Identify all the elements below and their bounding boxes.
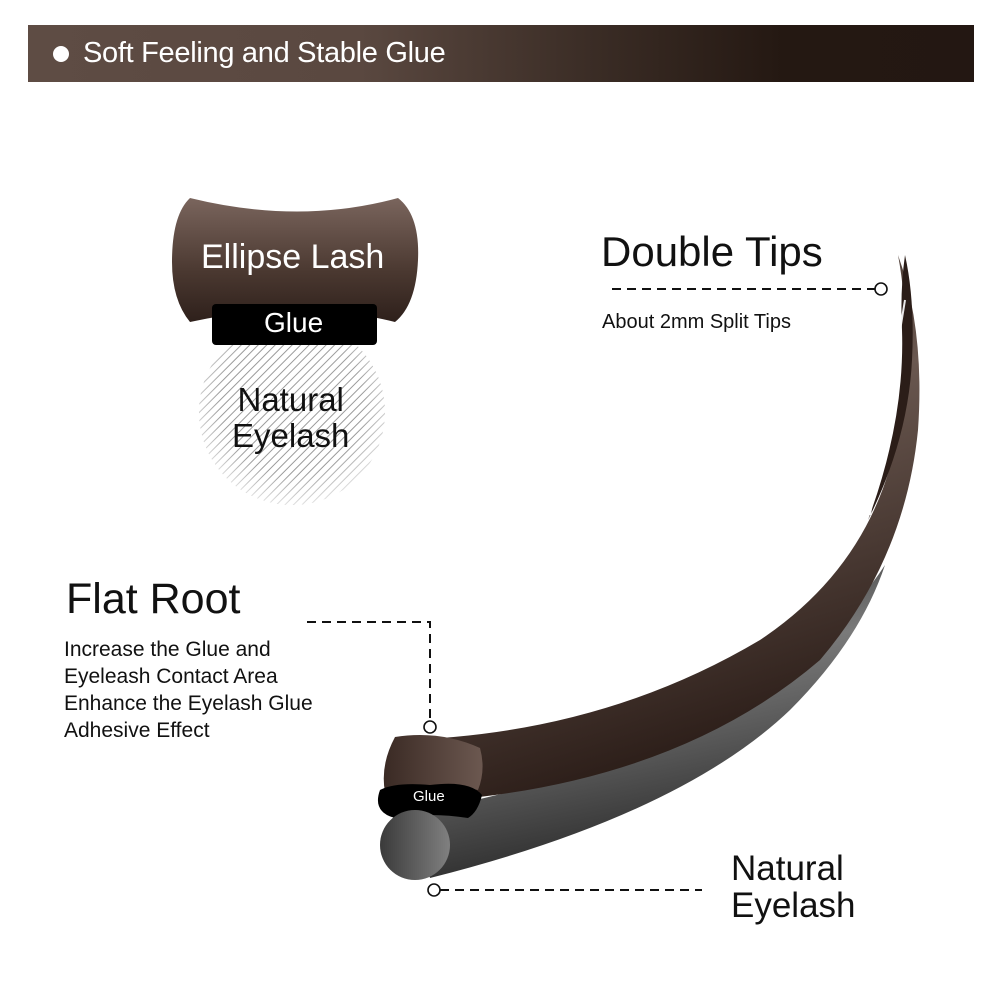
extension-lash-curve [400, 255, 920, 800]
ellipse-lash-label: Ellipse Lash [201, 238, 385, 276]
glue-bar [212, 304, 377, 345]
flat-root-line: Enhance the Eyelash Glue [64, 692, 313, 715]
double-tips-description: About 2mm Split Tips [602, 311, 791, 333]
banner-title: Soft Feeling and Stable Glue [83, 37, 446, 69]
callout-lines [307, 288, 876, 891]
natural-label-line1: Natural [237, 381, 344, 418]
cross-section-glue-label: Glue [264, 307, 324, 338]
natural-eyelash-cross-section [199, 319, 385, 505]
cross-section-natural-label: Natural Eyelash [232, 382, 349, 454]
flat-root-title: Flat Root [66, 575, 241, 623]
flat-root-marker [423, 720, 437, 734]
split-tip-strand [868, 255, 913, 520]
flat-root-line: Eyeleash Contact Area [64, 665, 278, 688]
natural-eyelash-curve [410, 565, 885, 878]
glue-blob [377, 783, 482, 818]
natural-label-line2: Eyelash [232, 417, 350, 454]
double-tips-marker [874, 282, 888, 296]
flat-root-line: Adhesive Effect [64, 719, 210, 742]
natural-eyelash-marker [427, 883, 441, 897]
bullet-icon [53, 45, 69, 62]
natural-root-circle [380, 810, 450, 880]
diagram-glue-label: Glue [413, 788, 445, 805]
section-banner: Soft Feeling and Stable Glue [28, 25, 974, 82]
ellipse-lash-shape [172, 198, 419, 322]
natural-eyelash-line2: Eyelash [731, 886, 856, 925]
flat-root-cap [383, 735, 483, 792]
natural-eyelash-line1: Natural [731, 849, 844, 888]
double-tips-title: Double Tips [601, 228, 823, 275]
flat-root-description: Increase the Glue and Eyeleash Contact A… [64, 636, 313, 744]
flat-root-line: Increase the Glue and [64, 638, 271, 661]
natural-eyelash-label: Natural Eyelash [731, 850, 856, 924]
